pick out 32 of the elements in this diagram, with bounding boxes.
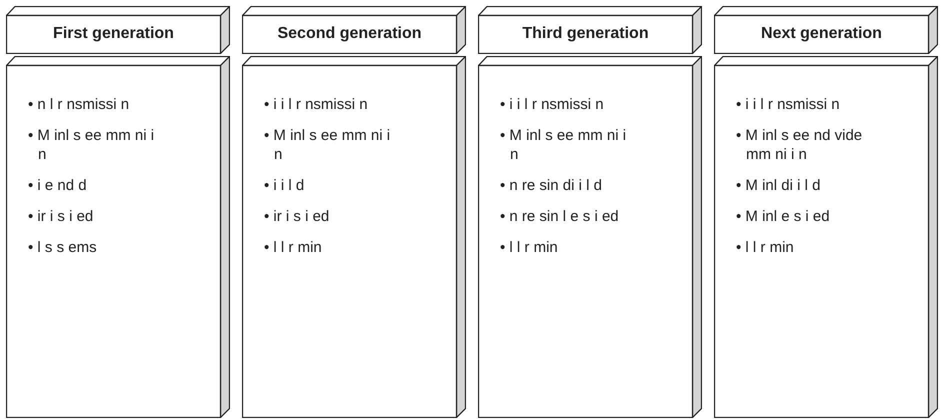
bullet-text: • M inl e s i ed <box>736 207 831 226</box>
bullet-text: • i e nd d <box>28 176 88 195</box>
header-box <box>6 6 230 54</box>
bullet-text: • M inl s ee mm ni i n <box>264 126 392 164</box>
column-heading: Second generation <box>276 25 423 43</box>
bullet-text: • n re sin di i l d <box>500 176 603 195</box>
bullet-text: • M inl s ee nd vide mm ni i n <box>736 126 864 164</box>
bullet-text: • M inl di i l d <box>736 176 822 195</box>
bullet-text: • n re sin l e s i ed <box>500 207 620 226</box>
bullet-text: • i i l r nsmissi n <box>500 95 605 114</box>
bullet-text: • i i l r nsmissi n <box>736 95 841 114</box>
column-panel <box>714 56 938 418</box>
bullet-text: • l l r min <box>500 238 559 257</box>
bullet-text: • ir i s i ed <box>28 207 94 226</box>
bullet-text: • M inl s ee mm ni i n <box>28 126 156 164</box>
bullet-text: • l s s ems <box>28 238 98 257</box>
bullet-text: • ir i s i ed <box>264 207 330 226</box>
column-panel <box>6 56 230 418</box>
header-box <box>478 6 702 54</box>
header-box <box>242 6 466 54</box>
bullet-text: • l l r min <box>264 238 323 257</box>
column-panel <box>242 56 466 418</box>
bullet-text: • n l r nsmissi n <box>28 95 130 114</box>
header-box <box>714 6 938 54</box>
column-heading: First generation <box>52 25 175 43</box>
bullet-text: • M inl s ee mm ni i n <box>500 126 628 164</box>
bullet-text: • i i l r nsmissi n <box>264 95 369 114</box>
bullet-text: • i i l d <box>264 176 306 195</box>
column-heading: Next generation <box>760 25 883 43</box>
bullet-text: • l l r min <box>736 238 795 257</box>
column-heading: Third generation <box>521 25 650 43</box>
column-panel <box>478 56 702 418</box>
